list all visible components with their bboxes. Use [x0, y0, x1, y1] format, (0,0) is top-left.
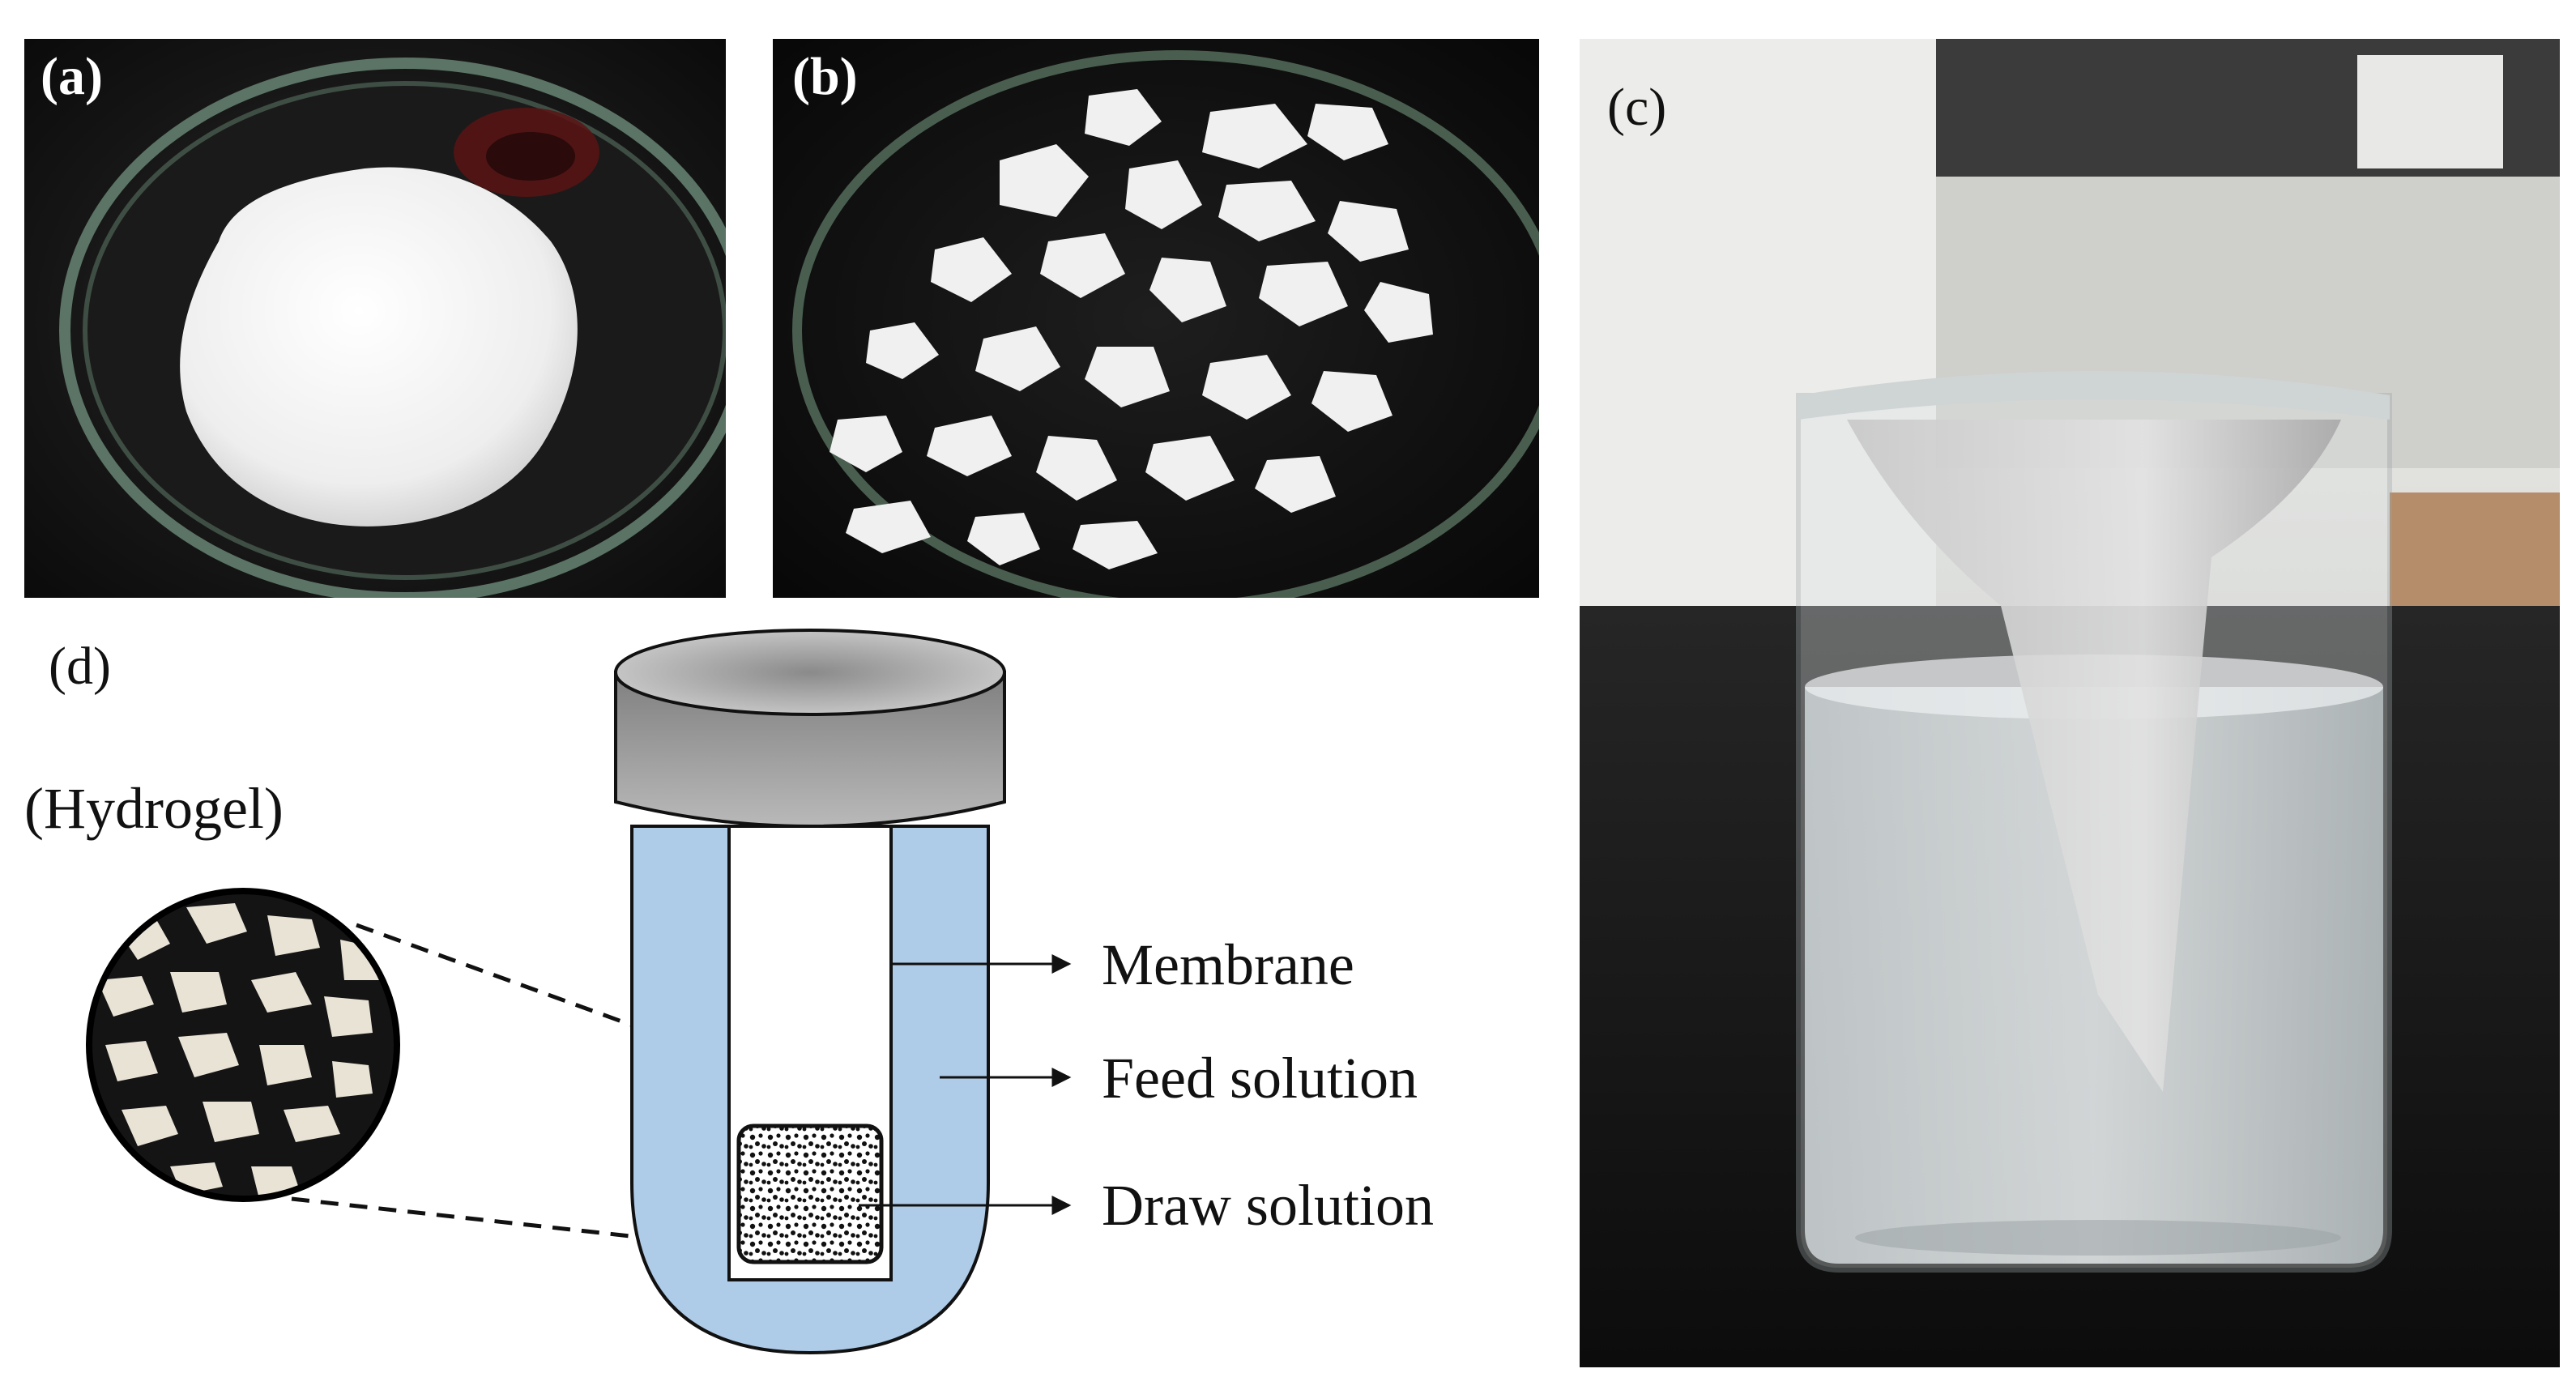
panel-label-d: (d) — [49, 637, 111, 696]
panel-label-a: (a) — [41, 47, 103, 106]
schematic-d: (Hydrogel) — [24, 629, 1434, 1355]
panel-label-b: (b) — [792, 47, 858, 106]
tube-cap — [614, 629, 1006, 828]
photo-a-powder-petri-dish — [24, 39, 726, 598]
membrane-label: Membrane — [1102, 932, 1354, 997]
hydrogel-magnified-circle — [86, 888, 400, 1202]
panel-label-c: (c) — [1607, 78, 1667, 137]
photo-b-hydrogel-flakes — [773, 39, 1539, 598]
feed-solution-label: Feed solution — [1102, 1046, 1418, 1111]
draw-solution-label: Draw solution — [1102, 1173, 1434, 1238]
hydrogel-label: (Hydrogel) — [24, 776, 284, 841]
draw-solution-block — [736, 1124, 884, 1264]
photo-c-beaker-setup — [1580, 39, 2560, 1367]
tube-feed-solution — [630, 825, 990, 1355]
